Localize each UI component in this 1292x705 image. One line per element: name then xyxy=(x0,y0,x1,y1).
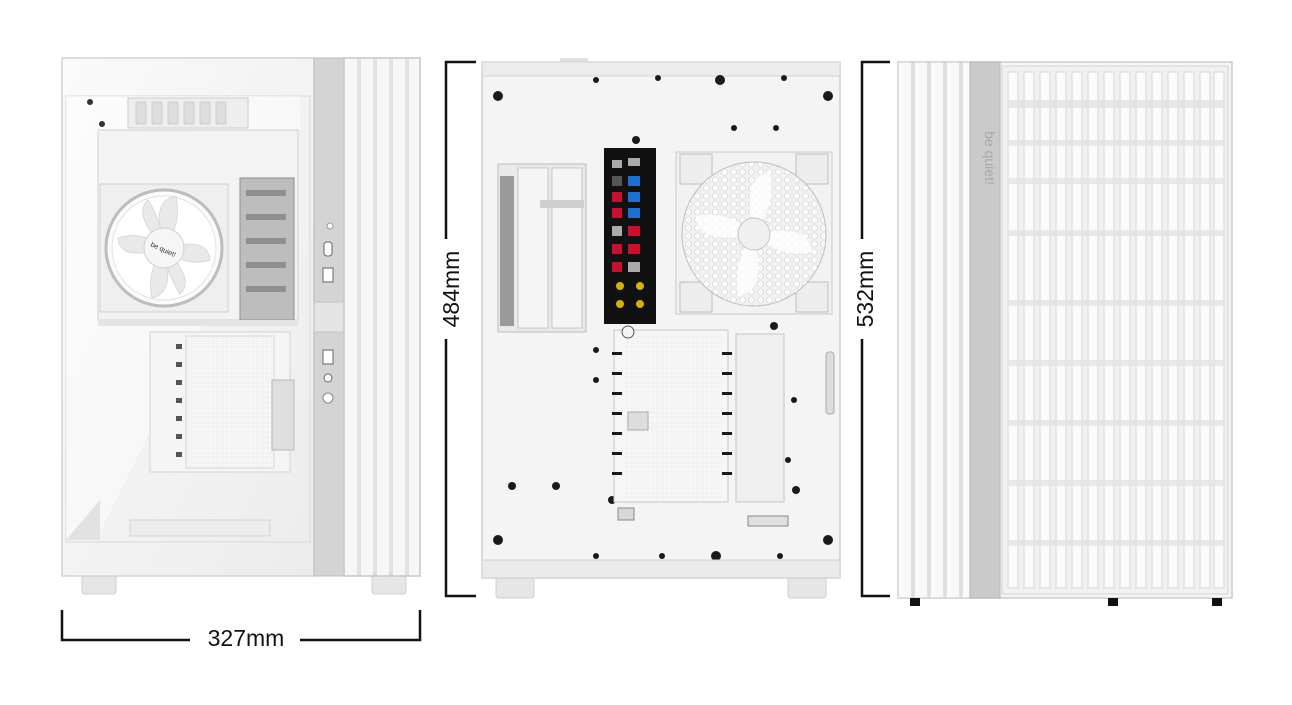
rear-top-rim xyxy=(481,61,841,77)
front-foot xyxy=(1108,598,1118,606)
front-horizontal-bands xyxy=(1008,100,1224,546)
width-dimension xyxy=(60,610,422,642)
front-foot xyxy=(1212,598,1222,606)
rear-bracket-assembly xyxy=(239,177,295,321)
audio-jack xyxy=(323,373,333,383)
rear-view xyxy=(444,58,841,599)
front-logo: be quiet! xyxy=(982,131,998,185)
front-logo-strip xyxy=(969,61,1001,599)
power-button xyxy=(322,392,334,404)
left-inner-chamber xyxy=(65,95,311,543)
screw xyxy=(99,121,105,127)
front-foot xyxy=(910,598,920,606)
screw xyxy=(326,222,334,230)
rear-io-panel xyxy=(604,148,656,324)
left-foot-front xyxy=(81,573,117,595)
rear-height-label: 484mm xyxy=(437,239,465,339)
usb-c-port xyxy=(323,241,333,257)
side-height-label: 532mm xyxy=(851,239,879,339)
front-fins xyxy=(343,57,421,577)
width-label: 327mm xyxy=(207,625,285,651)
left-foot-rear xyxy=(371,573,407,595)
front-mesh-view: be quiet! xyxy=(860,60,1233,606)
front-vertical-bars xyxy=(1007,71,1225,589)
thumbscrew-tab xyxy=(617,507,635,521)
psu-shroud-line xyxy=(98,320,298,326)
screw xyxy=(87,99,93,105)
psu-cage xyxy=(271,379,295,451)
side-latch xyxy=(825,351,835,415)
expansion-slots xyxy=(612,325,732,503)
bottom-tab xyxy=(747,515,789,527)
io-divider xyxy=(313,301,345,333)
usb-a-port xyxy=(322,267,334,283)
psu-opening xyxy=(735,333,785,503)
usb-a-port xyxy=(322,349,334,365)
fan: be quiet! xyxy=(99,183,229,313)
bottom-rim xyxy=(481,559,841,579)
fan-hub xyxy=(143,227,185,269)
bottom-vent xyxy=(129,519,271,537)
left-glass-side-view: be quiet! xyxy=(61,57,421,595)
front-left-fins xyxy=(897,61,971,599)
glass-edge xyxy=(66,500,100,540)
rear-fan xyxy=(675,151,833,315)
lower-mesh xyxy=(185,335,275,469)
